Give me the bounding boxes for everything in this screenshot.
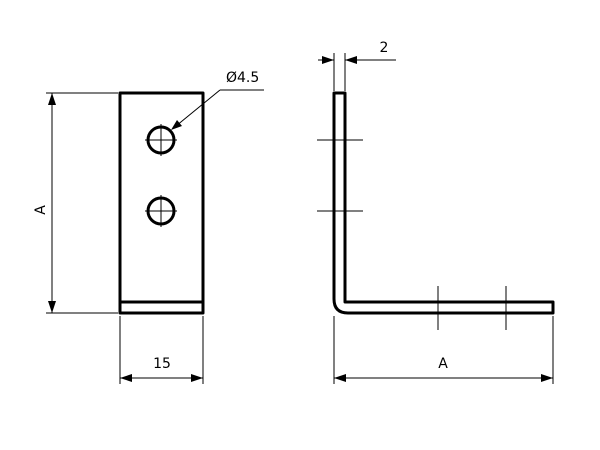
height-dimension [46, 92, 118, 314]
front-view: Ø4.5 A 15 [33, 70, 264, 384]
height-dimension-label: A [33, 205, 49, 215]
width-dimension [119, 316, 204, 384]
side-view: 2 A [317, 40, 555, 384]
angle-profile [332, 91, 555, 315]
bracket-face-outline [118, 91, 205, 315]
thickness-dimension-label: 2 [380, 40, 389, 56]
width-dimension-label: 15 [153, 356, 171, 372]
hole-diameter-label: Ø4.5 [226, 70, 259, 86]
thickness-dimension [318, 53, 396, 91]
leg-length-dimension-label: A [438, 356, 448, 372]
hole-top [145, 124, 177, 156]
hole-diameter-leader [171, 89, 264, 130]
hole-bottom [145, 195, 177, 227]
leg-length-dimension [333, 316, 554, 384]
